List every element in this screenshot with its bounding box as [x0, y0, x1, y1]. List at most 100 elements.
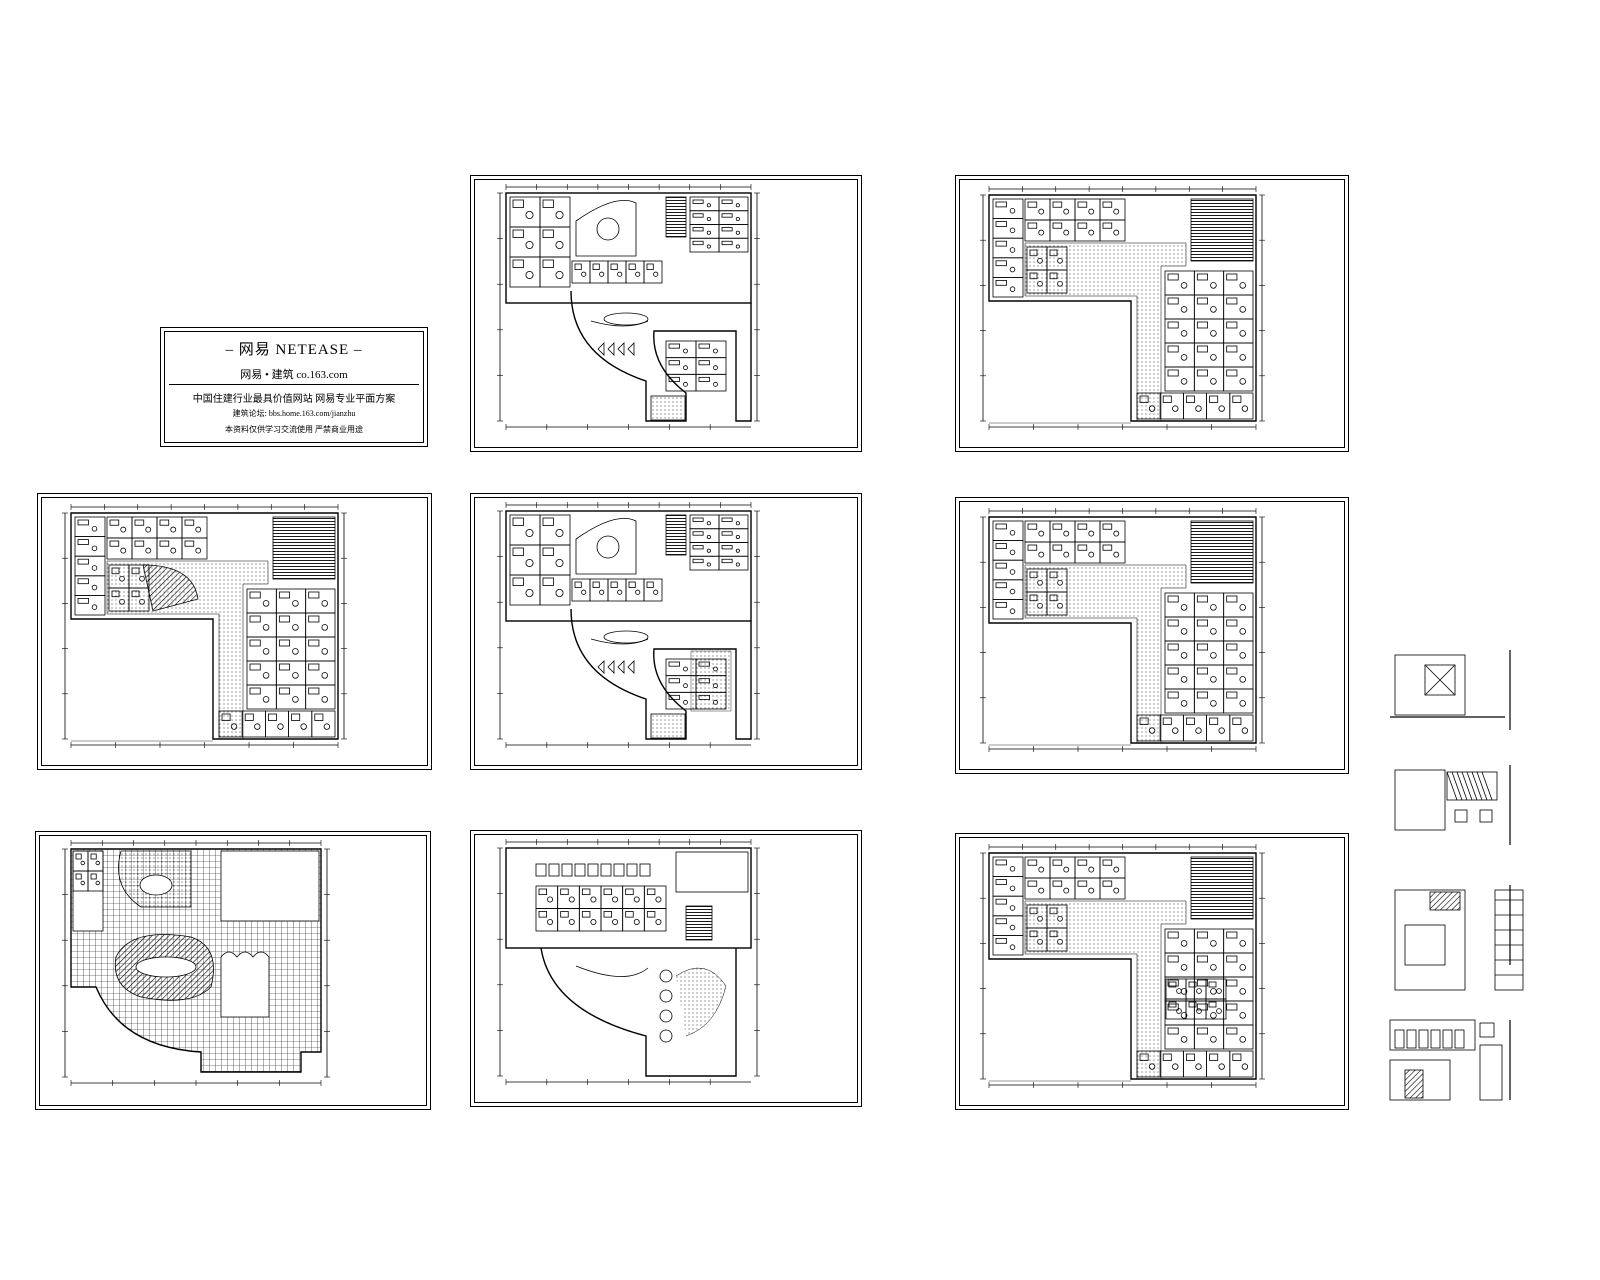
desk [995, 602, 1007, 608]
room [718, 542, 749, 557]
desk [692, 199, 704, 204]
room [1223, 318, 1254, 344]
desk [77, 578, 89, 585]
chair [1239, 306, 1247, 313]
room [305, 612, 336, 638]
chair [612, 896, 619, 903]
desk [1167, 595, 1179, 603]
chair [292, 696, 299, 703]
desk [721, 199, 733, 204]
room [643, 908, 667, 932]
room [288, 710, 313, 738]
chair [1037, 580, 1043, 586]
room [305, 636, 336, 662]
chair [1216, 988, 1222, 994]
curved-room [575, 200, 637, 257]
room [1223, 928, 1254, 954]
desk [668, 360, 680, 366]
drawing-sheet-4 [470, 493, 862, 770]
chair [1180, 940, 1188, 947]
desk [1049, 249, 1058, 257]
room [1164, 928, 1195, 954]
desk [1029, 249, 1038, 257]
desk [90, 873, 97, 880]
desk [159, 519, 170, 526]
drawing-sheet-7 [470, 830, 862, 1107]
chair [1113, 208, 1120, 215]
desk [646, 263, 654, 270]
chair [735, 216, 740, 222]
chair [1172, 1063, 1179, 1070]
desk [1188, 981, 1197, 988]
desk [692, 531, 704, 536]
desk [646, 888, 656, 896]
chair [1210, 354, 1217, 361]
room [1229, 392, 1254, 420]
desk [1052, 222, 1063, 229]
shelf [1454, 1029, 1465, 1049]
desk [1226, 643, 1238, 651]
chair [1210, 940, 1217, 947]
room [241, 710, 266, 738]
room [275, 660, 307, 686]
desk [1168, 981, 1177, 988]
chair [1180, 964, 1188, 971]
chair [1037, 939, 1043, 945]
shelf [1418, 1029, 1429, 1049]
desk [249, 591, 261, 599]
desk [692, 240, 704, 246]
desk [159, 540, 170, 547]
desk [1167, 297, 1179, 305]
desk [291, 713, 301, 721]
chair [262, 672, 270, 679]
chair [1038, 866, 1045, 873]
room [1193, 270, 1225, 296]
room [1193, 664, 1225, 690]
desk [625, 888, 634, 896]
room [1099, 541, 1126, 564]
desk [109, 540, 120, 547]
chair [1210, 604, 1217, 611]
chair [713, 348, 718, 354]
chair [1037, 916, 1043, 922]
desk [1167, 931, 1179, 939]
panel [1424, 664, 1456, 696]
room [1193, 688, 1225, 714]
chair [1210, 700, 1217, 707]
room [539, 256, 571, 288]
chair [120, 526, 127, 533]
desk [692, 558, 704, 564]
desk [995, 562, 1007, 569]
desk [1196, 979, 1208, 987]
desk [1029, 571, 1038, 579]
room [1193, 318, 1225, 344]
room [1223, 342, 1254, 368]
chair [735, 203, 740, 208]
room [1182, 392, 1207, 420]
room [275, 684, 307, 710]
drawing-sheet-5 [955, 497, 1349, 774]
chair [706, 548, 711, 553]
chair [1239, 628, 1247, 635]
desk [1139, 395, 1149, 403]
desk [692, 227, 704, 232]
room [689, 528, 720, 543]
room [305, 660, 336, 686]
chair [1195, 1063, 1202, 1070]
desk [1167, 955, 1179, 963]
chair [568, 896, 575, 903]
chair [1180, 354, 1188, 361]
chair [170, 547, 177, 554]
column [607, 660, 615, 674]
room [1223, 294, 1254, 320]
room [689, 555, 720, 571]
chair [1239, 700, 1247, 707]
chair [1239, 676, 1247, 683]
room [87, 870, 104, 892]
chair [706, 230, 711, 235]
chair [1037, 603, 1043, 609]
detail-drawing-3 [1385, 880, 1535, 1000]
desk [995, 240, 1007, 247]
chair [735, 562, 740, 567]
chair [1063, 229, 1070, 236]
